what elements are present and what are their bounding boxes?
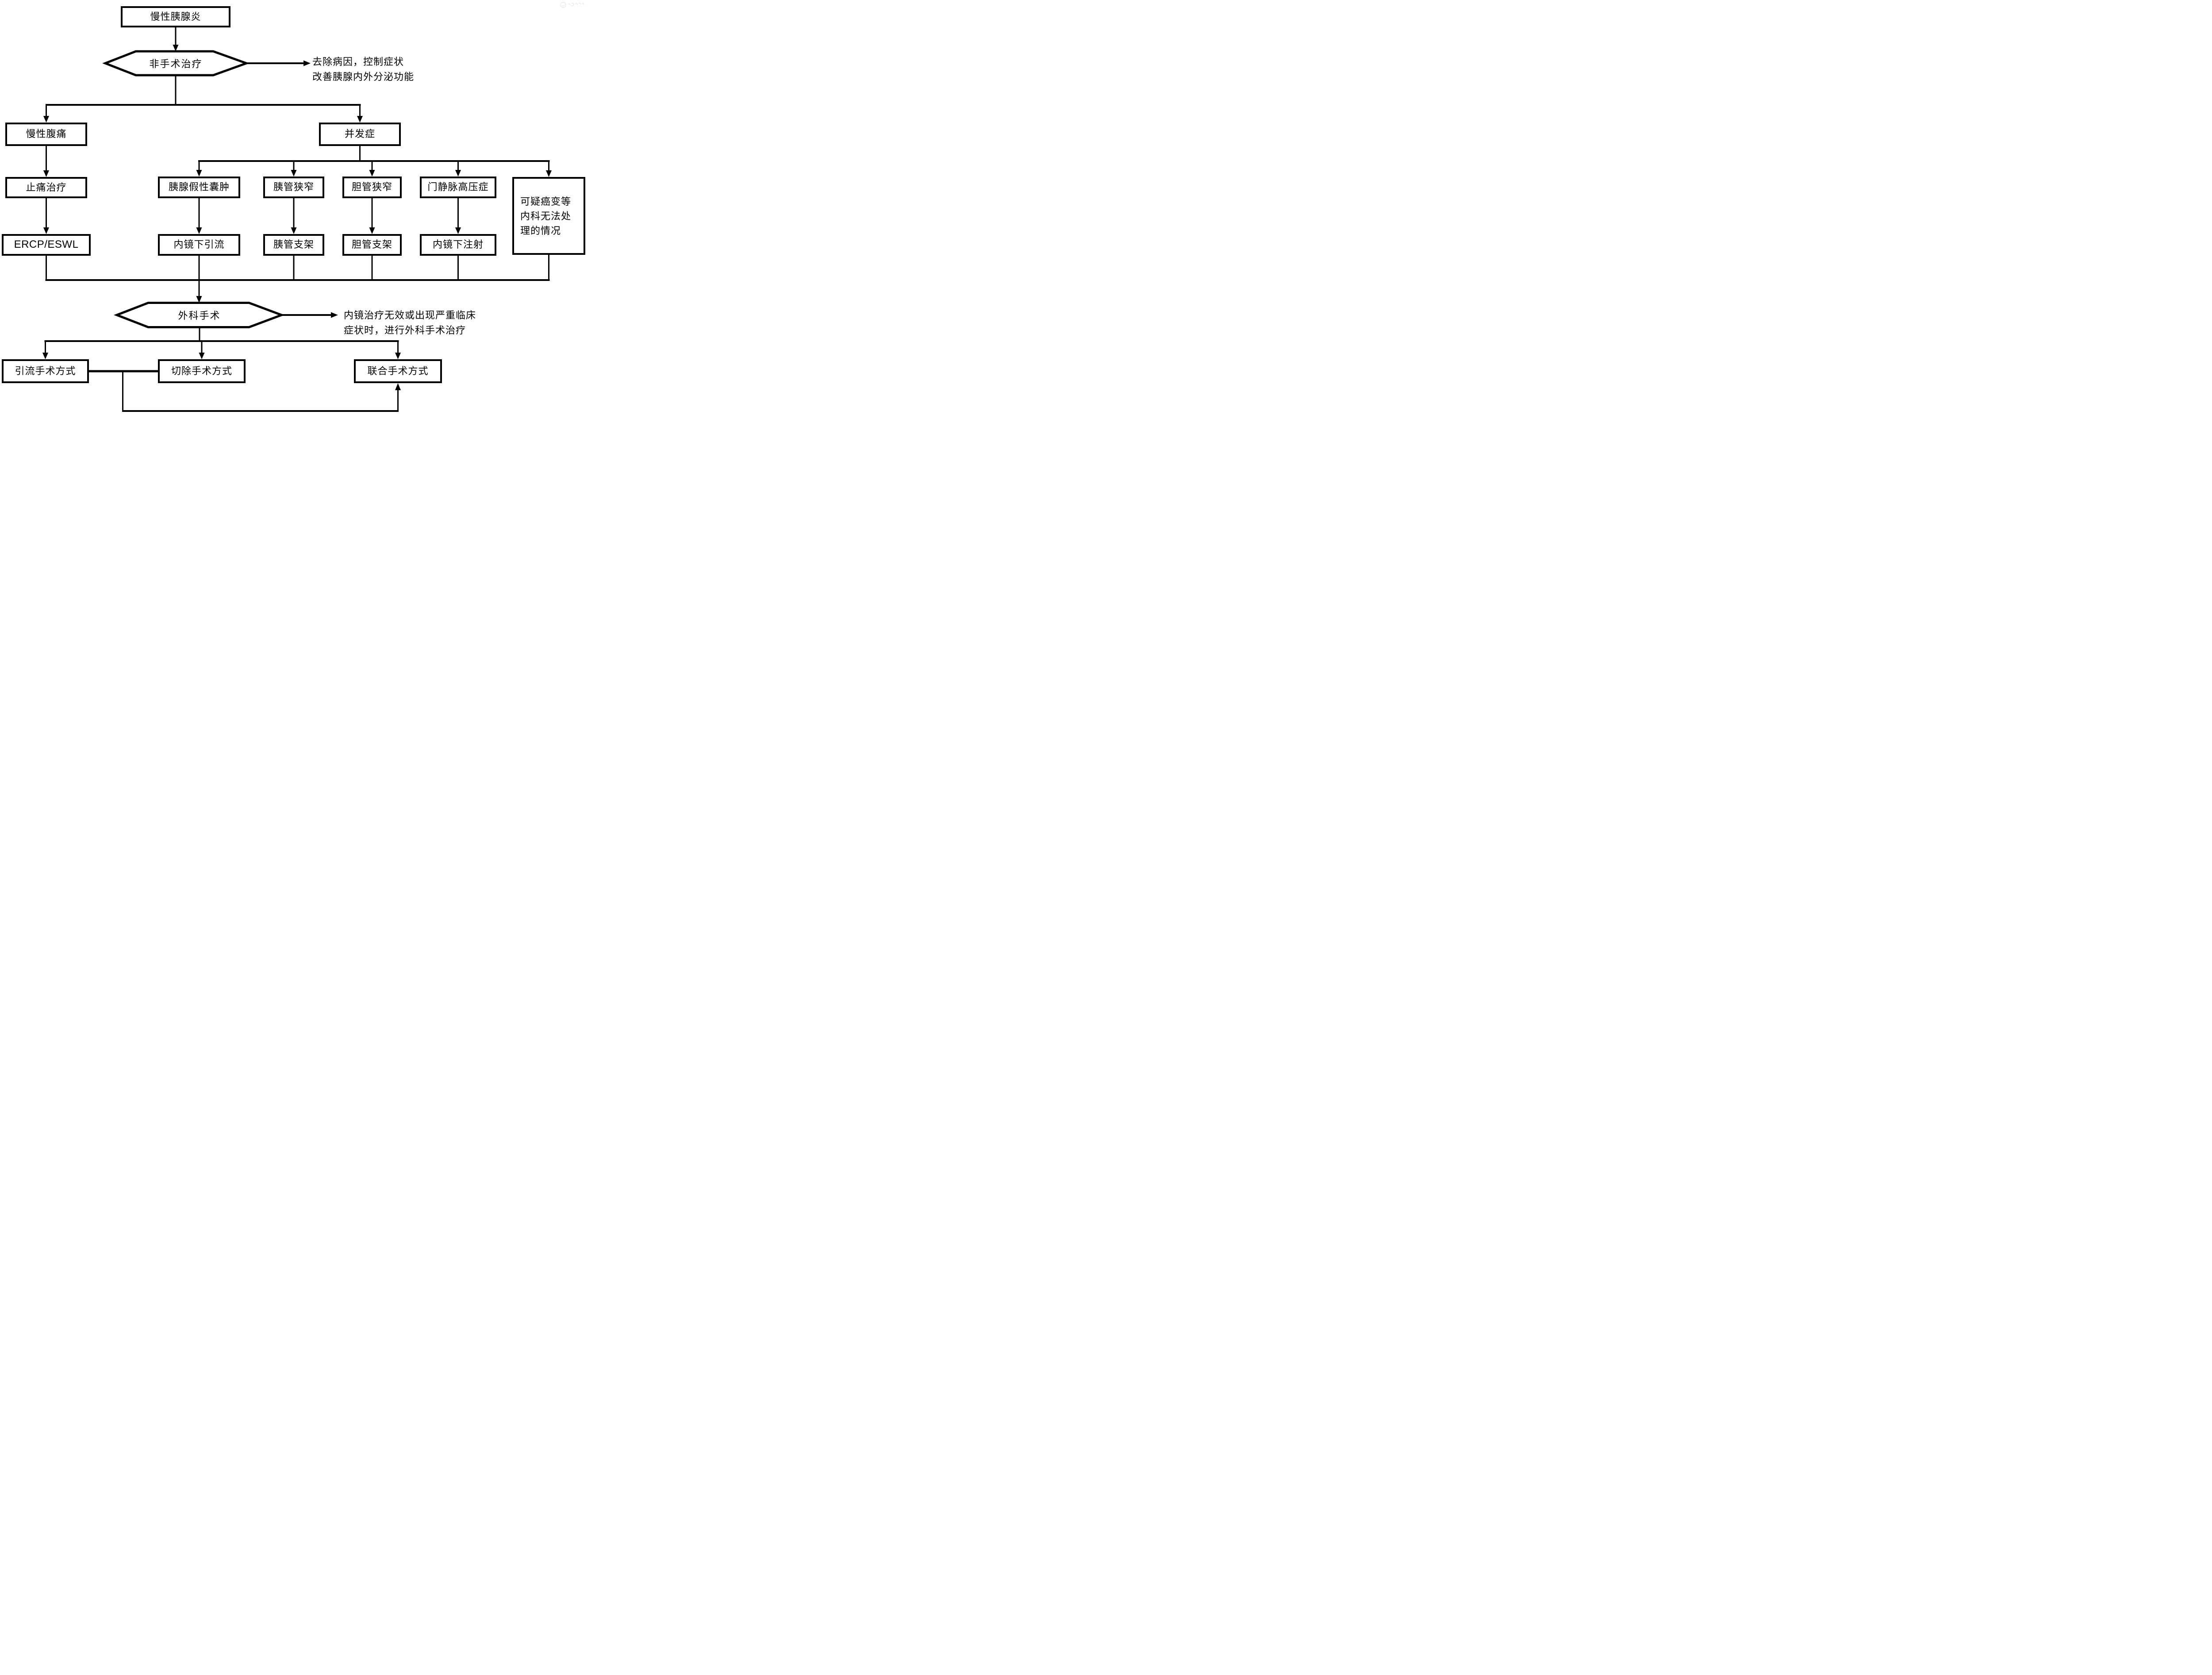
node-pancreatic-pseudocyst: 胰腺假性囊肿 [158, 177, 240, 198]
journal-watermark [560, 2, 584, 8]
arrowhead-portal-htn [455, 170, 461, 177]
arrowhead-ercp [43, 227, 49, 234]
arrowhead-combined-surgery-top [395, 353, 401, 359]
annotation-surgery-line2: 症状时，进行外科手术治疗 [344, 325, 466, 336]
node-pancreatic-duct-stent: 胰管支架 [263, 234, 324, 256]
arrowhead-combined-surgery-bottom [395, 383, 401, 390]
arrowhead-into-hexagon1 [173, 45, 179, 51]
connector-layer [42, 2, 584, 412]
annotation-non-surgical-line1: 去除病因，控制症状 [312, 56, 404, 67]
node-pain-relief-treatment: 止痛治疗 [5, 177, 87, 198]
arrowhead-endo-drainage [196, 227, 202, 234]
suspected-cancer-line1: 可疑癌变等 [520, 196, 572, 207]
node-non-surgical-treatment: 非手术治疗 [149, 58, 203, 69]
node-drainage-surgery: 引流手术方式 [2, 359, 89, 383]
node-combined-surgery: 联合手术方式 [354, 359, 442, 383]
arrowhead-bile-stricture [369, 170, 375, 177]
suspected-cancer-line3: 理的情况 [520, 225, 561, 236]
arrowhead-endo-injection [455, 227, 461, 234]
node-suspected-cancer: 可疑癌变等 内科无法处 理的情况 [512, 177, 585, 255]
node-endoscopic-drainage: 内镜下引流 [158, 234, 240, 256]
arrowhead-bile-stent [369, 227, 375, 234]
watermark-logo-circle [560, 2, 566, 8]
arrowhead-hexagon1-note [303, 60, 311, 66]
flowchart-canvas: 慢性胰腺炎 非手术治疗 去除病因，控制症状 改善胰腺内外分泌功能 慢性腹痛 并发… [0, 0, 588, 419]
suspected-cancer-line2: 内科无法处 [520, 210, 572, 222]
arrowhead-pain-treatment [43, 170, 49, 177]
annotation-non-surgical-line2: 改善胰腺内外分泌功能 [312, 71, 415, 82]
arrowhead-complications [357, 116, 363, 123]
node-pancreatic-duct-stricture: 胰管狭窄 [263, 177, 324, 198]
arrowhead-pseudocyst [196, 170, 202, 177]
arrowhead-hexagon2-note [331, 312, 338, 318]
node-surgery: 外科手术 [178, 310, 221, 321]
watermark-script [568, 3, 584, 6]
node-resection-surgery: 切除手术方式 [158, 359, 246, 383]
node-endoscopic-injection: 内镜下注射 [420, 234, 496, 256]
node-bile-duct-stent: 胆管支架 [342, 234, 402, 256]
node-portal-hypertension: 门静脉高压症 [420, 177, 496, 198]
arrowhead-drainage-surgery [42, 353, 48, 359]
arrowhead-chronic-pain [43, 116, 49, 123]
arrowhead-duct-stricture [291, 170, 297, 177]
annotation-surgery: 内镜治疗无效或出现严重临床 症状时，进行外科手术治疗 [344, 308, 476, 338]
node-chronic-abdominal-pain: 慢性腹痛 [5, 123, 87, 146]
watermark-logo-swirl [561, 4, 565, 7]
arrowhead-into-hexagon2 [196, 296, 202, 303]
node-ercp-eswl: ERCP/ESWL [2, 234, 91, 256]
node-complications: 并发症 [319, 123, 401, 146]
arrowhead-duct-stent [291, 227, 297, 234]
annotation-non-surgical: 去除病因，控制症状 改善胰腺内外分泌功能 [312, 54, 414, 85]
arrowhead-suspected-cancer [546, 170, 552, 177]
annotation-surgery-line1: 内镜治疗无效或出现严重临床 [344, 310, 476, 321]
node-bile-duct-stricture: 胆管狭窄 [342, 177, 402, 198]
node-chronic-pancreatitis: 慢性胰腺炎 [121, 6, 230, 27]
arrowhead-resection-surgery [199, 353, 205, 359]
